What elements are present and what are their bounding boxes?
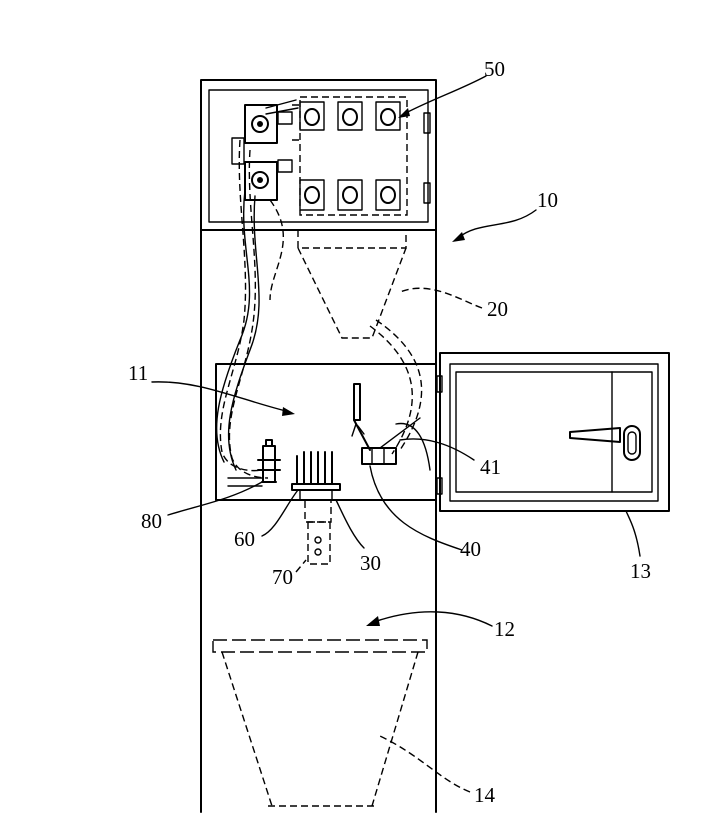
nozzle-unit xyxy=(227,439,281,487)
label-50: 50 xyxy=(484,57,505,81)
label-80: 80 xyxy=(141,509,162,533)
holder-cup xyxy=(299,101,325,131)
pump-units xyxy=(231,99,299,201)
hopper-tubes xyxy=(369,319,431,471)
label-41: 41 xyxy=(480,455,501,479)
leader-lines xyxy=(151,75,641,793)
main-cabinet xyxy=(200,229,437,813)
label-30: 30 xyxy=(360,551,381,575)
top-compartment xyxy=(200,79,437,231)
label-12: 12 xyxy=(494,617,515,641)
side-door xyxy=(436,352,670,512)
stirring-arm xyxy=(351,383,421,465)
holder-cup xyxy=(375,101,401,131)
bottle-holders xyxy=(299,101,401,211)
label-10: 10 xyxy=(537,188,558,212)
holder-cup xyxy=(337,179,363,211)
shaft-motor xyxy=(304,499,332,565)
label-13: 13 xyxy=(630,559,651,583)
label-70: 70 xyxy=(272,565,293,589)
hopper xyxy=(297,230,407,339)
reference-labels: 50 10 20 11 41 80 60 40 30 13 70 12 14 xyxy=(128,57,651,807)
label-11: 11 xyxy=(128,361,148,385)
label-40: 40 xyxy=(460,537,481,561)
holder-cup xyxy=(375,179,401,211)
holder-cup xyxy=(337,101,363,131)
holder-cup xyxy=(299,179,325,211)
label-60: 60 xyxy=(234,527,255,551)
feed-tubes xyxy=(215,139,285,479)
burner-grid xyxy=(291,451,341,501)
label-20: 20 xyxy=(487,297,508,321)
lower-hopper xyxy=(212,639,428,807)
label-14: 14 xyxy=(474,783,496,807)
